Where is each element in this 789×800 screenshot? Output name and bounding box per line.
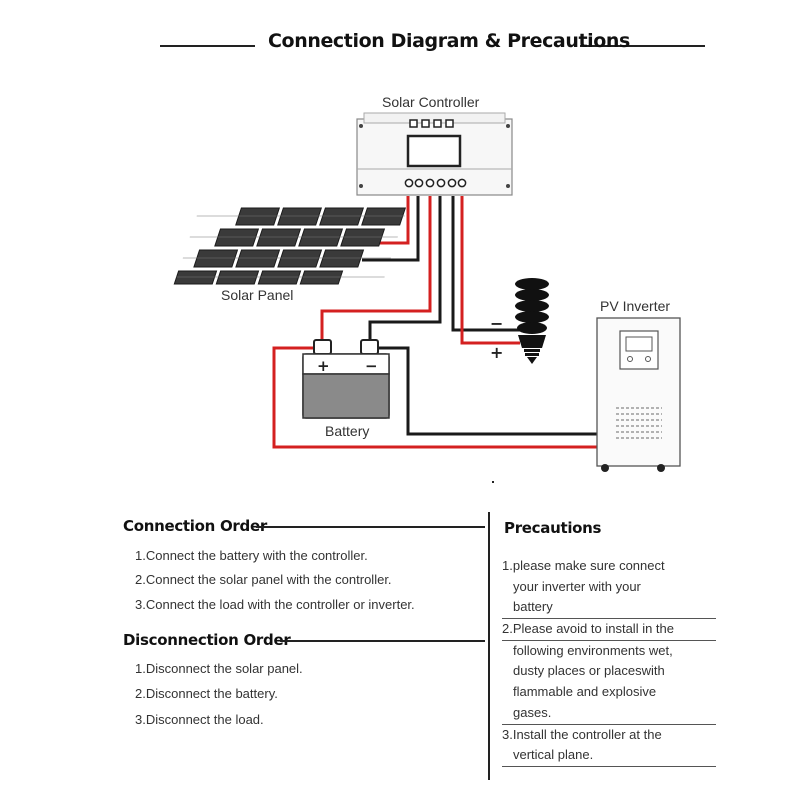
load-wire-black (451, 196, 520, 332)
battery-minus-sign: − (365, 357, 378, 375)
solar-panel (173, 207, 407, 285)
precautions-heading: Precautions (504, 519, 602, 537)
column-divider (488, 512, 490, 780)
inverter-label: PV Inverter (600, 298, 671, 314)
disconnection-order-heading: Disconnection Order (123, 631, 291, 649)
connection-step: 2.Connect the solar panel with the contr… (135, 572, 392, 587)
battery-wire-black (368, 196, 442, 340)
solar-controller (356, 112, 513, 196)
bulb-icon (515, 278, 549, 364)
inverter-icon (596, 317, 681, 472)
connection-order-heading: Connection Order (123, 517, 267, 535)
controller-screen (406, 134, 462, 168)
wires (272, 196, 600, 449)
title-right-rule (580, 45, 705, 47)
controller-label: Solar Controller (382, 94, 480, 110)
precaution-line: dusty places or placeswith (513, 663, 665, 679)
controller-button (409, 119, 418, 128)
controller-terminal (425, 178, 435, 188)
connection-diagram: − + + − (173, 112, 681, 483)
precaution-line: flammable and explosive (513, 684, 657, 700)
precaution-line: following environments wet, (513, 642, 673, 658)
disconnection-step: 2.Disconnect the battery. (135, 686, 278, 701)
controller-terminal (404, 178, 414, 188)
inverter-wire-red (272, 346, 600, 449)
title-row (160, 30, 705, 60)
panel-label: Solar Panel (221, 287, 294, 303)
inverter-wire-black (377, 346, 600, 436)
panel-wire-black (362, 196, 420, 262)
disconnection-order-rule (280, 640, 485, 642)
connection-step: 3.Connect the load with the controller o… (135, 597, 415, 612)
precaution-line: battery (502, 597, 716, 620)
disconnection-step: 3.Disconnect the load. (135, 712, 264, 727)
battery-label: Battery (325, 423, 370, 439)
load-wire-red (460, 196, 520, 345)
controller-terminal (457, 178, 467, 188)
controller-terminal (436, 178, 446, 188)
controller-button (445, 119, 454, 128)
controller-terminal (414, 178, 424, 188)
controller-terminal (447, 178, 457, 188)
controller-button (421, 119, 430, 128)
precaution-line: vertical plane. (502, 745, 716, 767)
title-left-rule (160, 45, 255, 47)
precaution-line: your inverter with your (513, 578, 641, 594)
connection-order-rule (256, 526, 485, 528)
disconnection-step: 1.Disconnect the solar panel. (135, 661, 303, 676)
battery-plus-sign: + (317, 357, 330, 375)
load-minus-sign: − (490, 314, 503, 333)
battery-wire-red (320, 196, 432, 340)
controller-button (433, 119, 442, 128)
precautions-list: 1.please make sure connect your inverter… (502, 556, 716, 767)
load-plus-sign: + (490, 343, 503, 362)
connection-step: 1.Connect the battery with the controlle… (135, 548, 368, 563)
precaution-line: gases. (502, 703, 716, 725)
page-title: Connection Diagram & Precautions (268, 30, 630, 52)
precaution-line: 1.please make sure connect (502, 558, 665, 573)
precaution-line: 3.Install the controller at the (502, 726, 662, 742)
precaution-line: 2.Please avoid to install in the (502, 619, 716, 641)
battery-icon (302, 339, 390, 419)
